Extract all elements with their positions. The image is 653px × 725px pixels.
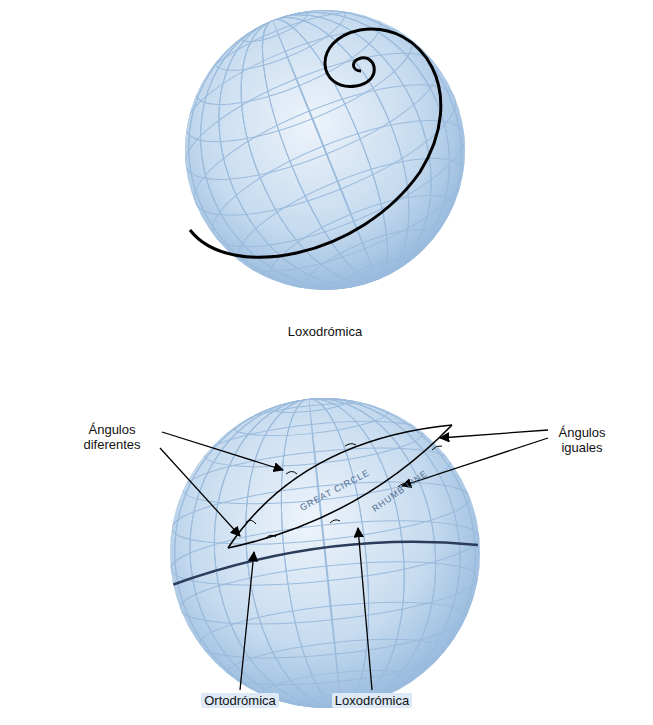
line-label: Loxodrómica xyxy=(332,693,412,708)
parallel-line xyxy=(202,413,424,475)
meridian-line xyxy=(142,0,507,332)
parallel-line xyxy=(181,438,453,514)
caption-label: Loxodrómica xyxy=(288,324,362,339)
meridian-line xyxy=(238,6,411,293)
meridian-line xyxy=(238,6,411,293)
meridian-line xyxy=(160,0,491,325)
parallel-line xyxy=(225,631,447,693)
meridian-line xyxy=(175,385,475,721)
meridian-line xyxy=(199,387,450,718)
meridian-line xyxy=(207,0,443,306)
meridian-line xyxy=(160,0,491,325)
meridian-line xyxy=(159,383,490,723)
parallel-line xyxy=(207,0,353,83)
parallel-line xyxy=(179,59,470,242)
meridian-line xyxy=(180,0,469,317)
great-circle-line xyxy=(228,425,452,548)
meridian-line xyxy=(154,383,496,724)
meridian-line xyxy=(231,391,419,716)
parallel-line xyxy=(298,217,444,308)
graticule xyxy=(154,383,496,724)
parallel-line xyxy=(168,509,482,597)
parallel-line xyxy=(338,252,413,299)
parallel-line xyxy=(225,136,477,294)
parallel-line xyxy=(177,550,480,635)
parallel-line xyxy=(171,28,452,205)
meridian-line xyxy=(207,0,443,306)
equator-line xyxy=(172,542,478,585)
loxodrome-spiral xyxy=(190,29,441,257)
meridian-line xyxy=(159,383,490,723)
parallel-line xyxy=(232,398,389,442)
meridian-line xyxy=(147,0,504,331)
meridian-line xyxy=(308,399,341,707)
rhumb-line xyxy=(228,425,452,548)
angle-marks xyxy=(246,444,442,538)
globe-top xyxy=(185,10,465,290)
meridian-line xyxy=(147,0,504,331)
line-label: Ortodrómica xyxy=(201,693,279,708)
parallel-line xyxy=(198,95,479,272)
meridian-line xyxy=(231,391,419,716)
meridian-line xyxy=(175,385,475,721)
parallel-line xyxy=(185,0,391,123)
globe-bottom xyxy=(170,398,480,708)
parallel-line xyxy=(269,393,350,416)
meridian-line xyxy=(180,0,469,317)
callout-label: Ángulos iguales xyxy=(550,425,614,455)
leader-arrows xyxy=(160,430,548,690)
parallel-line xyxy=(260,665,417,709)
meridian-line xyxy=(199,387,450,718)
graticule xyxy=(142,0,507,332)
callout-label: Ángulos diferentes xyxy=(69,422,155,452)
parallel-line xyxy=(237,1,312,48)
